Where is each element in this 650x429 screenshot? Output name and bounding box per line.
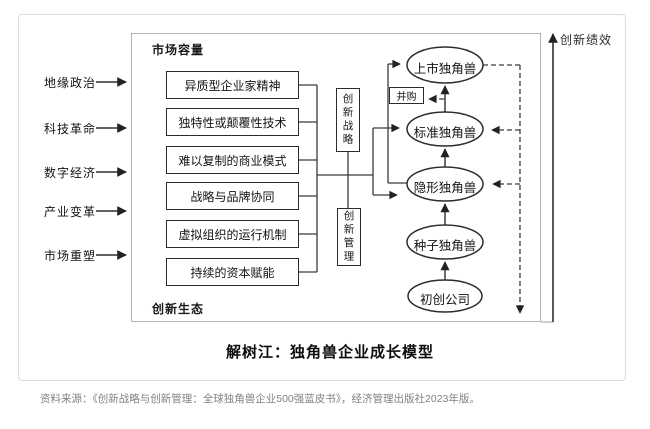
- env-label-tech-revolution: 科技革命: [44, 122, 97, 136]
- factor-box-business-model: 难以复制的商业模式: [166, 146, 299, 174]
- hidden-unicorn-ellipse: [406, 166, 484, 202]
- figure-caption: 解树江：独角兽企业成长模型: [225, 344, 434, 361]
- merger-label: 并购: [396, 92, 417, 103]
- factor-box-capital: 持续的资本赋能: [166, 258, 299, 286]
- innovation-management-box: 创新管理: [337, 208, 361, 266]
- stage-label-standard-unicorn: 标准独角兽: [413, 126, 477, 140]
- startup-ellipse: [407, 279, 483, 313]
- innovation-strategy-box: 创新战略: [336, 88, 360, 152]
- stage-ellipses: [406, 46, 484, 313]
- innovation-strategy-label: 创新战略: [341, 93, 354, 147]
- listed-unicorn-ellipse: [406, 46, 484, 84]
- market-capacity-ecology-box: [131, 33, 541, 322]
- factor-label: 独特性或颠覆性技术: [178, 115, 287, 130]
- source-note: 资料来源：《创新战略与创新管理：全球独角兽企业500强蓝皮书》，经济管理出版社2…: [40, 393, 480, 405]
- factor-box-virtual-org: 虚拟组织的运行机制: [166, 220, 299, 248]
- stage-label-seed-unicorn: 种子独角兽: [413, 239, 477, 253]
- stage-branch-arrows: [372, 59, 408, 200]
- merger-box: 并购: [389, 87, 424, 104]
- standard-unicorn-ellipse: [406, 111, 484, 147]
- env-label-geopolitics: 地缘政治: [44, 76, 97, 90]
- env-label-industry-change: 产业变革: [44, 205, 97, 219]
- performance-axis-arrow: [541, 33, 558, 323]
- factor-box-brand-synergy: 战略与品牌协同: [166, 182, 299, 210]
- env-label-market-reshape: 市场重塑: [44, 249, 97, 263]
- figure-frame: [18, 14, 626, 381]
- stage-label-hidden-unicorn: 隐形独角兽: [413, 181, 477, 195]
- innovation-ecology-label: 创新生态: [152, 302, 205, 316]
- factor-box-entrepreneurship: 异质型企业家精神: [166, 71, 299, 99]
- factor-box-technology: 独特性或颠覆性技术: [166, 108, 299, 136]
- env-input-arrows: [96, 77, 127, 260]
- factor-bus-lines: [299, 84, 373, 273]
- env-label-digital-economy: 数字经济: [44, 166, 97, 180]
- market-capacity-label: 市场容量: [152, 43, 205, 57]
- stage-label-listed-unicorn: 上市独角兽: [413, 62, 477, 76]
- stage-label-startup: 初创公司: [419, 293, 470, 307]
- factor-label: 虚拟组织的运行机制: [178, 227, 287, 242]
- seed-unicorn-ellipse: [406, 224, 484, 260]
- performance-axis-label: 创新绩效: [560, 33, 613, 47]
- feedback-dashed-lines: [428, 64, 525, 314]
- factor-label: 难以复制的商业模式: [178, 153, 287, 168]
- innovation-management-label: 创新管理: [342, 210, 355, 264]
- factor-label: 持续的资本赋能: [190, 265, 275, 280]
- factor-label: 异质型企业家精神: [184, 78, 281, 93]
- factor-label: 战略与品牌协同: [190, 189, 275, 204]
